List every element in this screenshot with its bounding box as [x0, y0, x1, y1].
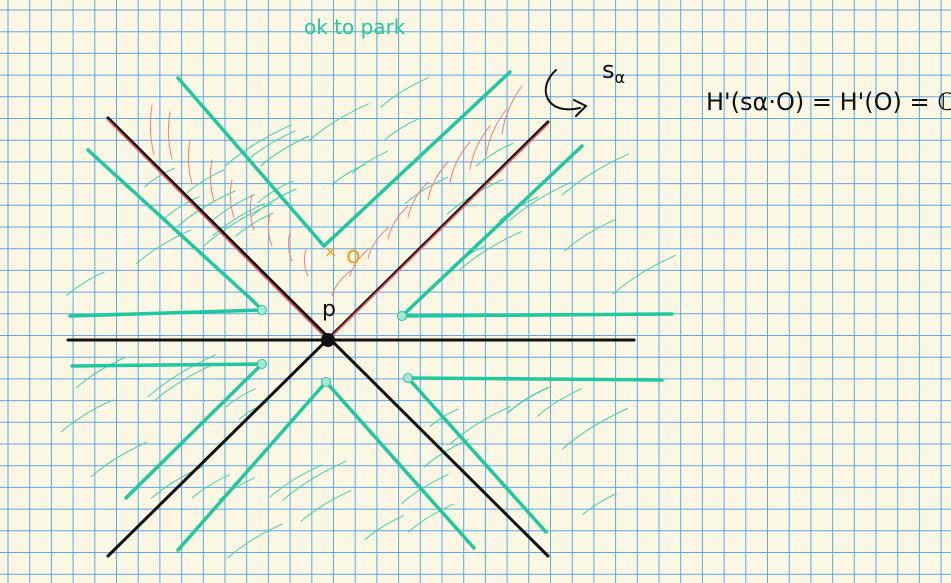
- red-hatch-stroke: [287, 231, 293, 262]
- green-hatch-stroke: [90, 441, 148, 478]
- red-hatch-stroke: [449, 141, 471, 183]
- green-hatch-stroke: [224, 124, 292, 167]
- orange-x-mark: ×: [324, 242, 337, 261]
- point-p-label: p: [322, 297, 336, 322]
- red-hatch-stroke: [229, 179, 235, 219]
- green-hatch-stroke: [536, 388, 582, 417]
- green-wall-top-left: [176, 76, 326, 248]
- green-hatch-stroke: [191, 474, 230, 499]
- red-hatch-stroke: [469, 125, 491, 170]
- reflection-label: sα: [602, 56, 625, 87]
- green-hatch-stroke: [450, 406, 511, 444]
- green-hatch-stroke: [176, 190, 236, 228]
- green-hatch-stroke: [212, 203, 265, 237]
- red-hatch-stroke: [209, 159, 215, 202]
- red-hatch-stroke: [267, 213, 273, 247]
- green-hatch-stroke: [506, 386, 551, 414]
- red-hatch-stroke: [149, 104, 155, 156]
- green-hatch-stroke: [225, 388, 257, 408]
- green-hatch-stroke: [257, 180, 293, 203]
- red-hatch-stroke: [485, 109, 507, 156]
- formula-text: H'(sα·O) = H'(O) = ℂ: [706, 88, 951, 116]
- green-hatch-stroke: [147, 354, 217, 398]
- green-dot-bottom: [321, 377, 331, 387]
- green-hatch-stroke: [459, 230, 523, 271]
- red-hatch-stroke: [387, 205, 409, 240]
- green-hatch-stroke: [475, 142, 514, 167]
- red-hatch-stroke: [167, 111, 173, 160]
- green-hatch-stroke: [227, 523, 283, 559]
- green-hatch-stroke: [144, 167, 175, 188]
- green-hatch-stroke: [282, 460, 347, 501]
- ok-to-park-note: ok to park: [304, 15, 406, 39]
- green-hatch-stroke: [136, 229, 191, 264]
- green-hatch-stroke: [612, 254, 676, 295]
- green-wall-bottom-right: [324, 380, 476, 550]
- green-hatch-stroke: [300, 490, 352, 522]
- point-p-dot: [321, 333, 335, 347]
- green-hatch-stroke: [308, 103, 369, 141]
- red-hatch-stroke: [407, 181, 429, 218]
- red-hatch-stroke: [187, 139, 193, 185]
- green-hatch-stroke: [401, 474, 449, 504]
- red-hatching: [149, 85, 523, 296]
- green-hatch-stroke: [60, 399, 114, 433]
- red-boundary-left: [107, 119, 329, 341]
- green-hatch-stroke: [269, 464, 323, 498]
- green-hatch-stroke: [446, 179, 504, 215]
- curved-arrow-icon: [544, 69, 581, 111]
- red-cone-boundary: [107, 119, 549, 341]
- green-hatch-stroke: [235, 212, 274, 237]
- reflection-arrow: [544, 69, 588, 117]
- green-hatch-stroke: [218, 477, 256, 501]
- green-hatch-stroke: [384, 117, 421, 141]
- green-hatch-stroke: [561, 153, 629, 196]
- green-dots: [257, 305, 413, 387]
- green-hatch-stroke: [508, 182, 572, 222]
- green-hatch-stroke: [562, 408, 629, 450]
- red-hatch-stroke: [349, 247, 371, 277]
- red-hatch-stroke: [501, 85, 523, 135]
- green-hatch-stroke: [260, 135, 310, 167]
- red-hatch-stroke: [427, 161, 449, 201]
- green-hatch-stroke: [352, 150, 388, 174]
- red-hatch-stroke: [331, 269, 353, 296]
- green-hatch-stroke: [250, 188, 297, 218]
- green-dot-upper-left: [257, 305, 267, 315]
- green-hatch-stroke: [563, 219, 616, 252]
- green-hatch-stroke: [582, 493, 618, 516]
- arrowhead-icon: [573, 99, 588, 117]
- green-hatch-stroke: [404, 176, 449, 204]
- green-wall-top-right: [322, 70, 512, 248]
- red-hatch-stroke: [303, 249, 309, 277]
- green-hatch-stroke: [75, 356, 127, 389]
- green-wall-bottom-left: [176, 380, 328, 552]
- green-hatch-stroke: [66, 271, 105, 296]
- red-boundary-right: [327, 123, 549, 341]
- green-hatch-stroke: [164, 196, 200, 219]
- green-wall-upper-left: [68, 148, 267, 318]
- origin-label: o: [346, 241, 361, 269]
- red-hatch-stroke: [249, 194, 255, 231]
- green-hatch-stroke: [407, 503, 454, 533]
- green-hatch-stroke: [364, 515, 405, 541]
- green-hatch-stroke: [380, 77, 430, 108]
- green-dot-lower-right: [403, 373, 413, 383]
- green-hatching: [60, 77, 676, 559]
- orange-origin-marker: × o: [324, 241, 361, 269]
- green-hatch-stroke: [186, 169, 225, 194]
- red-hatch-stroke: [367, 227, 389, 259]
- green-dot-lower-left: [257, 359, 267, 369]
- green-hatch-stroke: [153, 363, 214, 402]
- green-dot-upper-right: [397, 311, 407, 321]
